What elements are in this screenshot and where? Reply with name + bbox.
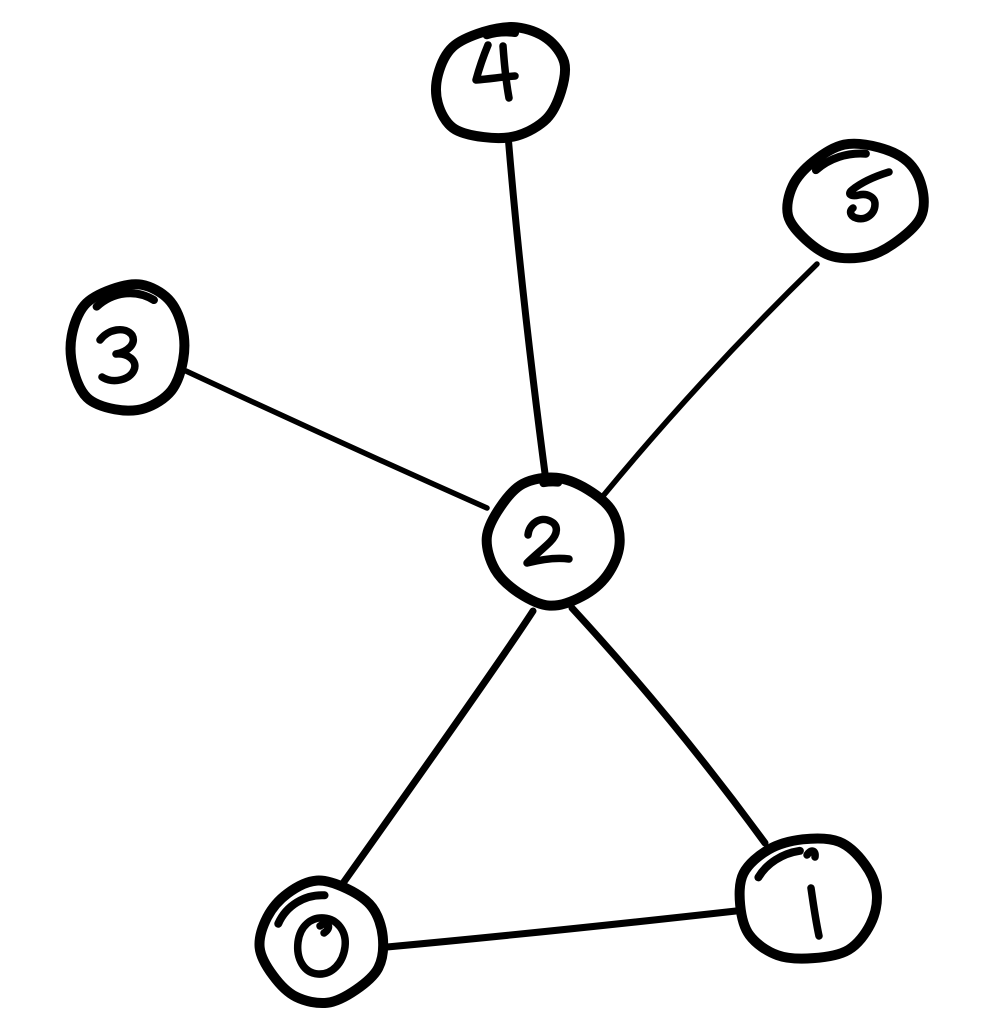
node-1-circle xyxy=(734,833,882,964)
edge-4-2 xyxy=(504,131,550,485)
node-2-label xyxy=(523,515,573,567)
node-1-label xyxy=(803,847,823,940)
edge-5-2 xyxy=(600,261,820,499)
digit-1-stroke-0 xyxy=(803,847,819,861)
node-1-overstroke-0 xyxy=(754,846,804,882)
node-3-label xyxy=(96,325,139,385)
node-5 xyxy=(782,138,929,264)
node-5-label xyxy=(846,168,893,223)
node-5-overstroke-0 xyxy=(811,149,870,175)
node-4-overstroke-0 xyxy=(482,28,519,40)
digit-2-stroke-0 xyxy=(523,515,573,567)
node-4-circle xyxy=(431,22,571,144)
edge-2-0 xyxy=(337,607,537,890)
node-0-overstroke-0 xyxy=(274,891,329,928)
edge-0-1 xyxy=(383,907,740,951)
node-2-overstroke-0 xyxy=(539,478,563,488)
edge-2-1 xyxy=(568,604,769,847)
digit-3-stroke-0 xyxy=(96,325,139,385)
digit-0-stroke-0 xyxy=(293,914,349,978)
digit-0-stroke-1 xyxy=(316,920,333,937)
node-4-label xyxy=(472,41,519,102)
edge-3-2 xyxy=(183,368,490,511)
digit-1-stroke-1 xyxy=(807,884,823,940)
digit-4-stroke-1 xyxy=(499,42,513,102)
node-0 xyxy=(254,875,389,1009)
node-4 xyxy=(431,22,571,144)
node-1 xyxy=(734,833,882,964)
digit-5-stroke-0 xyxy=(846,168,893,223)
node-0-label xyxy=(293,914,349,978)
node-3-overstroke-0 xyxy=(92,289,158,311)
